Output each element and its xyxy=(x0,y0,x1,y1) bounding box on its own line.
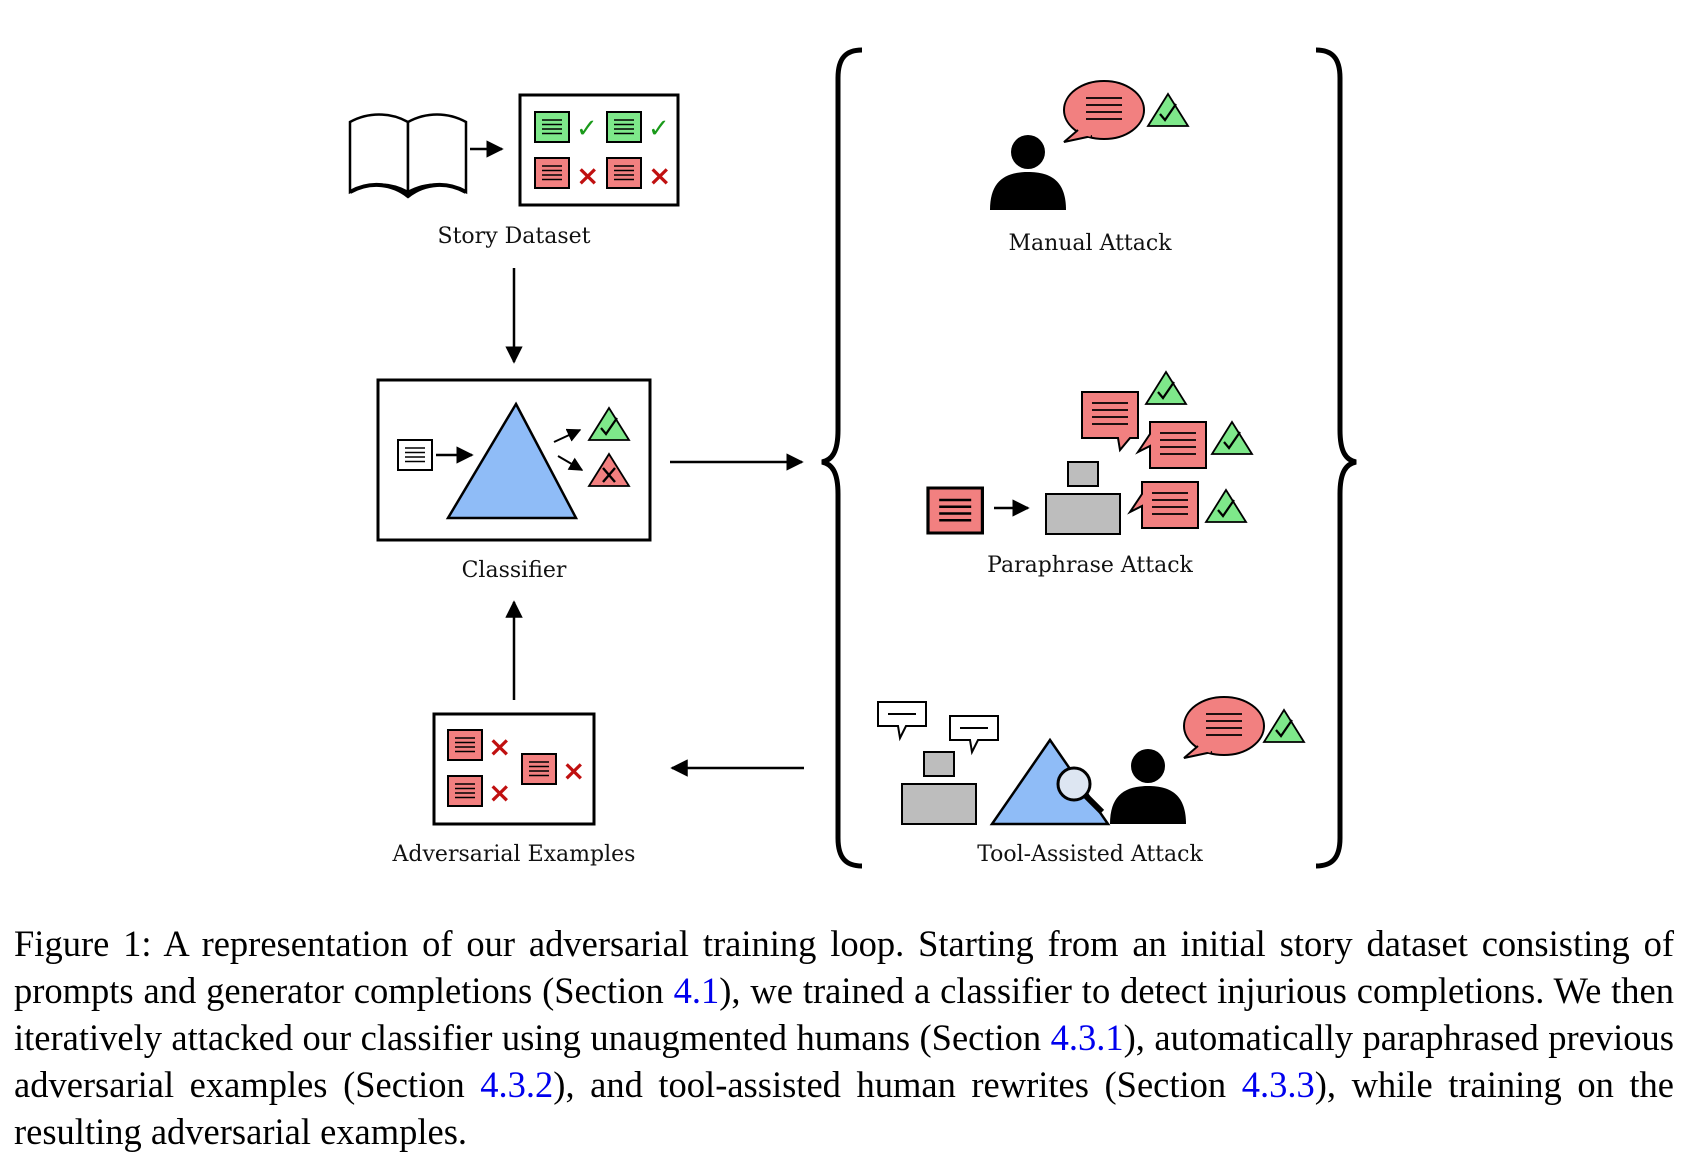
adversarial-examples-label: Adversarial Examples xyxy=(392,842,636,867)
right-brace-icon xyxy=(1315,47,1357,869)
safe-triangle-icon xyxy=(1210,420,1254,456)
check-mark: ✓ xyxy=(648,114,670,144)
document-icon xyxy=(534,111,570,143)
document-icon xyxy=(521,753,557,785)
speech-bubble-icon xyxy=(1062,79,1146,144)
document-icon xyxy=(534,157,570,189)
adversarial-training-loop-diagram: ✓ ✓ × × Story Dataset Classifier × × xyxy=(348,47,1357,869)
document-icon xyxy=(606,111,642,143)
caption-text: Figure 1: A representation of our advers… xyxy=(14,923,1674,1011)
section-link[interactable]: 4.3.3 xyxy=(1241,1064,1315,1105)
arrow-icon xyxy=(553,428,582,443)
paraphraser-machine-icon xyxy=(901,751,977,825)
tool-assisted-attack-group: Tool-Assisted Attack xyxy=(877,695,1306,867)
speech-bubble-icon xyxy=(877,701,927,739)
section-link[interactable]: 4.1 xyxy=(673,970,720,1011)
cross-mark: × xyxy=(562,754,585,787)
left-brace-icon xyxy=(821,47,863,869)
section-link[interactable]: 4.3.2 xyxy=(480,1064,554,1105)
check-mark: ✓ xyxy=(576,114,598,144)
classifier-group: Classifier xyxy=(376,378,652,583)
paraphrase-attack-group: Paraphrase Attack xyxy=(926,370,1254,578)
document-icon xyxy=(447,729,483,761)
document-icon xyxy=(447,775,483,807)
caption-text: ), while training on the resulting adver… xyxy=(14,1064,1674,1152)
document-icon xyxy=(606,157,642,189)
person-icon xyxy=(990,135,1066,210)
adversarial-examples-group: × × × Adversarial Examples xyxy=(392,712,636,867)
caption-text: ), we trained a classifier to detect inj… xyxy=(14,970,1674,1058)
cross-mark: × xyxy=(488,730,511,763)
paraphraser-machine-icon xyxy=(1045,461,1121,535)
safe-triangle-icon xyxy=(1262,708,1306,744)
book-icon xyxy=(348,113,468,199)
story-dataset-label: Story Dataset xyxy=(438,224,591,249)
cross-mark: × xyxy=(488,776,511,809)
story-dataset-group: ✓ ✓ × × Story Dataset xyxy=(348,93,680,249)
manual-attack-label: Manual Attack xyxy=(1008,231,1172,256)
paraphrase-attack-label: Paraphrase Attack xyxy=(987,553,1193,578)
magnifier-icon xyxy=(1056,766,1105,815)
speech-bubble-icon xyxy=(949,715,999,753)
triangle-classifier-icon xyxy=(445,401,579,520)
safe-triangle-icon xyxy=(1144,370,1188,406)
speech-bubble-icon xyxy=(1137,421,1207,469)
person-icon xyxy=(1110,749,1186,824)
arrow-icon xyxy=(557,455,584,471)
labeled-dataset-panel: ✓ ✓ × × xyxy=(518,93,680,207)
document-icon xyxy=(926,486,984,535)
speech-bubble-icon xyxy=(1129,481,1199,529)
speech-bubble-icon xyxy=(1182,695,1266,760)
section-link[interactable]: 4.3.1 xyxy=(1050,1017,1124,1058)
figure-caption: Figure 1: A representation of our advers… xyxy=(14,920,1674,1155)
caption-text: ), and tool-assisted human rewrites (Sec… xyxy=(553,1064,1242,1105)
cross-mark: × xyxy=(648,159,671,192)
document-icon xyxy=(397,439,433,471)
manual-attack-group: Manual Attack xyxy=(990,79,1190,256)
classifier-label: Classifier xyxy=(462,558,567,583)
safe-triangle-icon xyxy=(1204,488,1248,524)
tool-assisted-attack-label: Tool-Assisted Attack xyxy=(977,842,1203,867)
caption-text: ), automatically paraphrased previous ad… xyxy=(14,1017,1674,1105)
speech-bubble-icon xyxy=(1081,391,1139,451)
cross-mark: × xyxy=(576,159,599,192)
safe-triangle-icon xyxy=(1146,92,1190,128)
